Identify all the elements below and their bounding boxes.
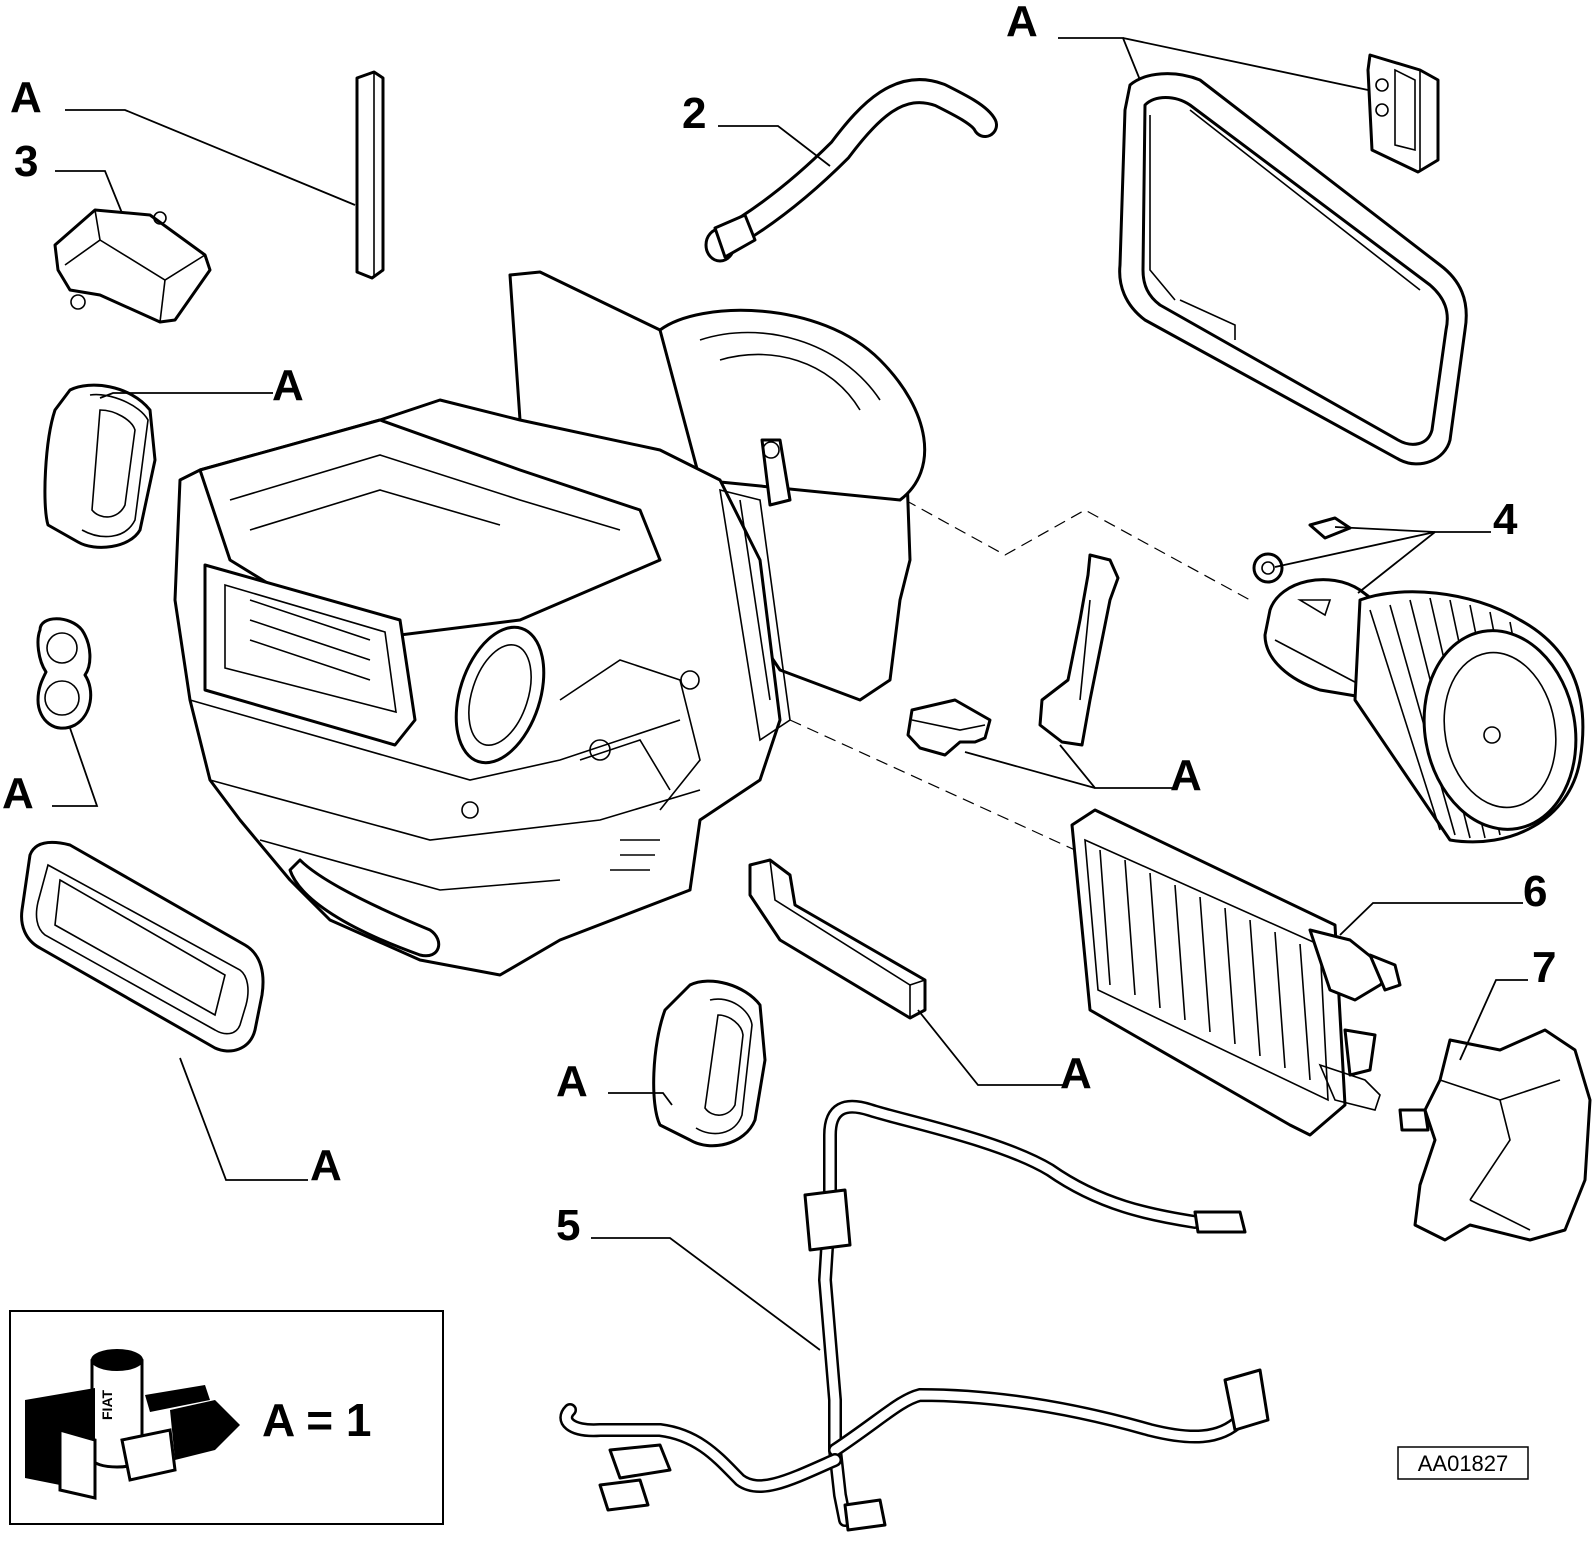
reference-code-box: AA01827 [1397, 1446, 1529, 1480]
cover-housing-part-7 [1398, 1028, 1592, 1242]
hose-part-2 [704, 78, 998, 263]
callout-7: 7 [1532, 943, 1556, 992]
callout-6: 6 [1523, 867, 1547, 916]
seal-strip-vertical [355, 70, 385, 280]
callout-3: 3 [14, 137, 38, 186]
legend-box: FIAT A = 1 [9, 1310, 444, 1525]
fiat-logo-can: FIAT [99, 1389, 115, 1420]
callout-4: 4 [1493, 495, 1518, 544]
foam-strip-bottom [748, 858, 927, 1020]
assembly-guide-lines [789, 499, 1251, 851]
callout-a-bottom-oval: A [556, 1057, 588, 1106]
callout-a-top-right: A [1006, 0, 1038, 46]
callout-5: 5 [556, 1201, 580, 1250]
callout-a-bottom-left: A [310, 1141, 342, 1190]
sensor-part-3 [53, 208, 212, 324]
blower-motor-part-4 [1252, 516, 1585, 844]
small-seal-block [1366, 53, 1440, 174]
callout-a-top-left: A [10, 73, 42, 122]
heater-core-part-6 [1070, 808, 1402, 1137]
legend-equation: A = 1 [262, 1394, 372, 1446]
reference-code: AA01827 [1418, 1451, 1509, 1476]
mid-foam-seals [906, 553, 1120, 757]
callout-a-bottom-strip: A [1060, 1049, 1092, 1098]
oval-seal-left [43, 383, 157, 549]
oval-seal-bottom [652, 979, 767, 1148]
wiring-harness-part-5 [559, 1099, 1270, 1532]
hvac-housing-assembly [173, 270, 927, 977]
callout-a-mid-seals: A [1170, 751, 1202, 800]
callout-a-left-oval: A [272, 361, 304, 410]
rectangular-seal-bottom-left [20, 841, 265, 1053]
callout-a-left-gasket: A [2, 769, 34, 818]
seal-frame-large [1118, 72, 1468, 466]
double-ring-gasket [36, 617, 93, 730]
fiat-parts-icon: FIAT [25, 1349, 240, 1500]
leader-lines [52, 37, 1528, 1351]
callout-labels: A 3 2 A A A 4 A 6 7 A A A 5 [2, 0, 1556, 1250]
callout-2: 2 [682, 89, 706, 138]
